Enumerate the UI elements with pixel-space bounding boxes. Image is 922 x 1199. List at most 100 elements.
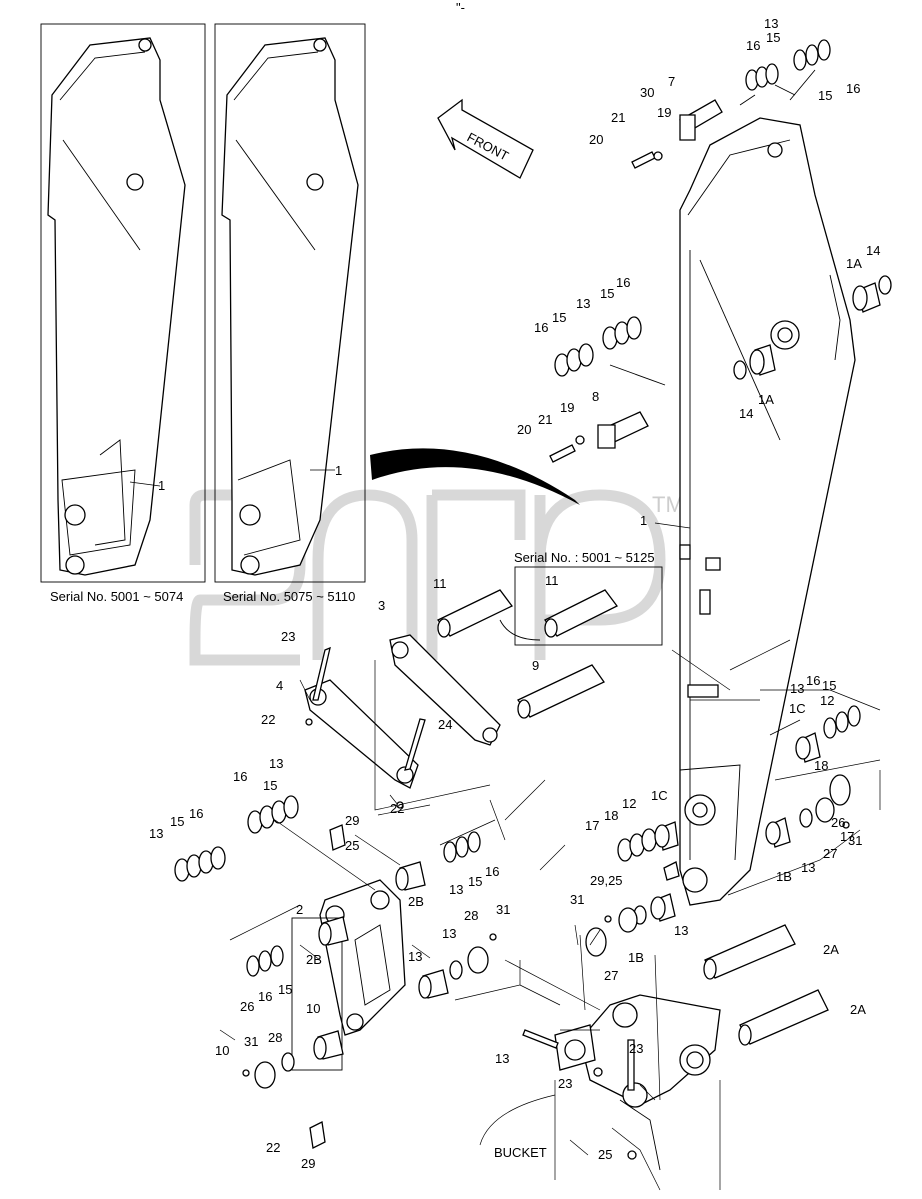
part-number-label: 15 bbox=[818, 88, 832, 103]
front-arrow: FRONT bbox=[437, 98, 534, 179]
part-number-label: 12 bbox=[622, 796, 636, 811]
part-number-label: 13 bbox=[495, 1051, 509, 1066]
bushing-2a-a bbox=[418, 969, 449, 999]
part-number-label: 26 bbox=[831, 815, 845, 830]
part-number-label: 14 bbox=[866, 243, 880, 258]
bolt-23-b bbox=[627, 1039, 635, 1091]
part-number-label: 30 bbox=[640, 85, 654, 100]
part-number-label: 20 bbox=[517, 422, 531, 437]
part-number-label: 10 bbox=[306, 1001, 320, 1016]
part-number-label: 22 bbox=[261, 712, 275, 727]
part-number-label: 17 bbox=[585, 818, 599, 833]
part-number-label: 3 bbox=[378, 598, 385, 613]
part-number-label: 31 bbox=[570, 892, 584, 907]
curved-arrow bbox=[370, 448, 580, 505]
pin-10-b bbox=[738, 989, 829, 1046]
top-mark: "- bbox=[456, 0, 465, 15]
part-number-label: 1B bbox=[776, 869, 792, 884]
bolt-23-upper bbox=[312, 646, 331, 701]
part-number-label: 16 bbox=[189, 806, 203, 821]
washers-mid bbox=[554, 316, 642, 377]
part-number-label: 22 bbox=[266, 1140, 280, 1155]
part-number-label: 8 bbox=[592, 389, 599, 404]
bucket-link bbox=[554, 994, 721, 1171]
part-number-label: 25 bbox=[598, 1147, 612, 1162]
part-number-label: 16 bbox=[846, 81, 860, 96]
part-number-label: 16 bbox=[233, 769, 247, 784]
part-number-label: 23 bbox=[558, 1076, 572, 1091]
inset-serial-2: Serial No. 5075 ~ 5110 bbox=[223, 589, 355, 604]
part-number-label: 22 bbox=[390, 801, 404, 816]
part-number-label: 24 bbox=[438, 717, 452, 732]
part-number-label: 15 bbox=[170, 814, 184, 829]
part-number-label: 18 bbox=[604, 808, 618, 823]
part-number-label: 15 bbox=[822, 678, 836, 693]
bolt-24 bbox=[404, 718, 426, 771]
part-number-label: 13 bbox=[790, 681, 804, 696]
bushing-2b-a bbox=[395, 861, 426, 891]
part-number-label: 14 bbox=[739, 406, 753, 421]
part-number-label: 13 bbox=[269, 756, 283, 771]
part-number-label: 13 bbox=[449, 882, 463, 897]
part-number-label: 1 bbox=[335, 463, 342, 478]
bushing-2b-b bbox=[318, 916, 349, 946]
part-number-label: 25 bbox=[345, 838, 359, 853]
part-number-label: 18 bbox=[814, 758, 828, 773]
part-number-label: 9 bbox=[532, 658, 539, 673]
part-number-label: 29 bbox=[301, 1156, 315, 1171]
bracket-2 bbox=[319, 879, 406, 1036]
inset-serial-1: Serial No. 5001 ~ 5074 bbox=[50, 589, 183, 604]
bucket-label: BUCKET bbox=[494, 1145, 547, 1160]
part-number-label: 21 bbox=[538, 412, 552, 427]
part-number-label: 13 bbox=[764, 16, 778, 31]
part-number-label: 10 bbox=[215, 1043, 229, 1058]
part-number-label: 31 bbox=[244, 1034, 258, 1049]
part-number-label: 17 bbox=[840, 829, 854, 844]
part-number-label: 13 bbox=[674, 923, 688, 938]
part-number-label: 21 bbox=[611, 110, 625, 125]
bushings-1a bbox=[733, 275, 892, 380]
part-number-label: 13 bbox=[442, 926, 456, 941]
part-number-label: 2B bbox=[306, 952, 322, 967]
pin-11-alt bbox=[514, 566, 663, 646]
part-number-label: 15 bbox=[278, 982, 292, 997]
part-number-label: 16 bbox=[806, 673, 820, 688]
bolt-hardware bbox=[242, 151, 850, 1160]
part-number-label: 20 bbox=[589, 132, 603, 147]
part-number-label: 28 bbox=[464, 908, 478, 923]
part-number-label: 13 bbox=[576, 296, 590, 311]
pin-9 bbox=[517, 664, 605, 719]
part-number-label: 1C bbox=[651, 788, 668, 803]
part-number-label: 16 bbox=[534, 320, 548, 335]
part-number-label: 29 bbox=[345, 813, 359, 828]
pin-11 bbox=[437, 589, 513, 638]
part-number-label: 15 bbox=[600, 286, 614, 301]
part-number-label: 13 bbox=[408, 949, 422, 964]
part-number-label: 23 bbox=[629, 1041, 643, 1056]
part-number-label: 31 bbox=[848, 833, 862, 848]
part-number-label: 13 bbox=[149, 826, 163, 841]
small-curved-arrow bbox=[499, 619, 541, 641]
pin-8 bbox=[597, 411, 649, 449]
part-number-label: 2B bbox=[408, 894, 424, 909]
part-number-label: 15 bbox=[263, 778, 277, 793]
inset-boom-1 bbox=[47, 37, 186, 576]
part-number-label: 28 bbox=[268, 1030, 282, 1045]
part-number-label: 29,25 bbox=[590, 873, 623, 888]
washers-left bbox=[174, 795, 299, 882]
part-number-label: 2 bbox=[296, 902, 303, 917]
part-number-label: 23 bbox=[281, 629, 295, 644]
part-number-label: 12 bbox=[820, 693, 834, 708]
watermark-tm: TM bbox=[652, 492, 684, 517]
washers-right-lower bbox=[585, 705, 861, 957]
part-number-label: 16 bbox=[258, 989, 272, 1004]
bushing-2a-b bbox=[313, 1030, 344, 1060]
part-number-label: 27 bbox=[604, 968, 618, 983]
part-number-label: 1A bbox=[758, 392, 774, 407]
part-number-label: 26 bbox=[240, 999, 254, 1014]
main-boom bbox=[609, 117, 856, 906]
part-number-label: 16 bbox=[485, 864, 499, 879]
part-number-label: 27 bbox=[823, 846, 837, 861]
washers-top bbox=[739, 39, 831, 106]
